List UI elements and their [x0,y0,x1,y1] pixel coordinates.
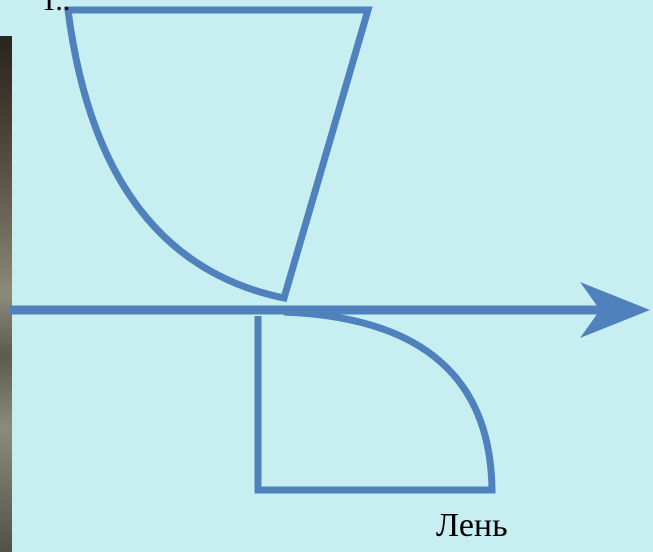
photo-edge [0,36,12,552]
bottom-label: Лень [436,507,508,544]
axis-arrowhead [580,282,650,338]
lower-shape [254,308,496,494]
upper-shape [64,6,373,303]
top-label: Т.. [40,0,71,17]
